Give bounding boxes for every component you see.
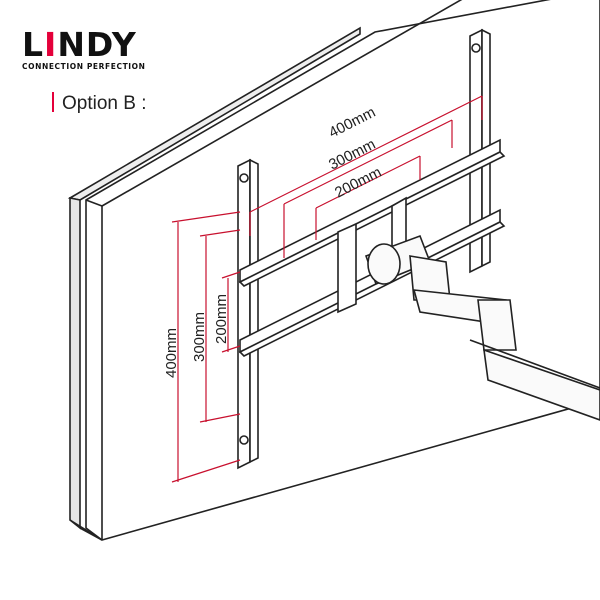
logo-letter-l: L: [22, 25, 45, 64]
vertical-dimension-lines: [171, 211, 241, 483]
option-accent-bar: [52, 92, 54, 112]
monitor-arm: [364, 234, 600, 421]
logo-accent-letter: I: [44, 25, 58, 64]
brand-tagline: CONNECTION PERFECTION: [22, 62, 146, 71]
vertical-label-400: 400mm: [163, 328, 180, 378]
horizontal-dimension-lines: [249, 95, 483, 258]
monitor-panel: [67, 0, 600, 541]
brand-logo: LINDY: [22, 28, 137, 61]
option-heading: Option B :: [52, 92, 147, 115]
vertical-rails: [237, 28, 491, 470]
vertical-label-300: 300mm: [191, 312, 208, 362]
vertical-label-200: 200mm: [213, 294, 230, 344]
logo-letters-ndy: NDY: [57, 25, 137, 64]
option-label: Option B :: [62, 93, 147, 114]
horizontal-bars: [238, 138, 506, 357]
